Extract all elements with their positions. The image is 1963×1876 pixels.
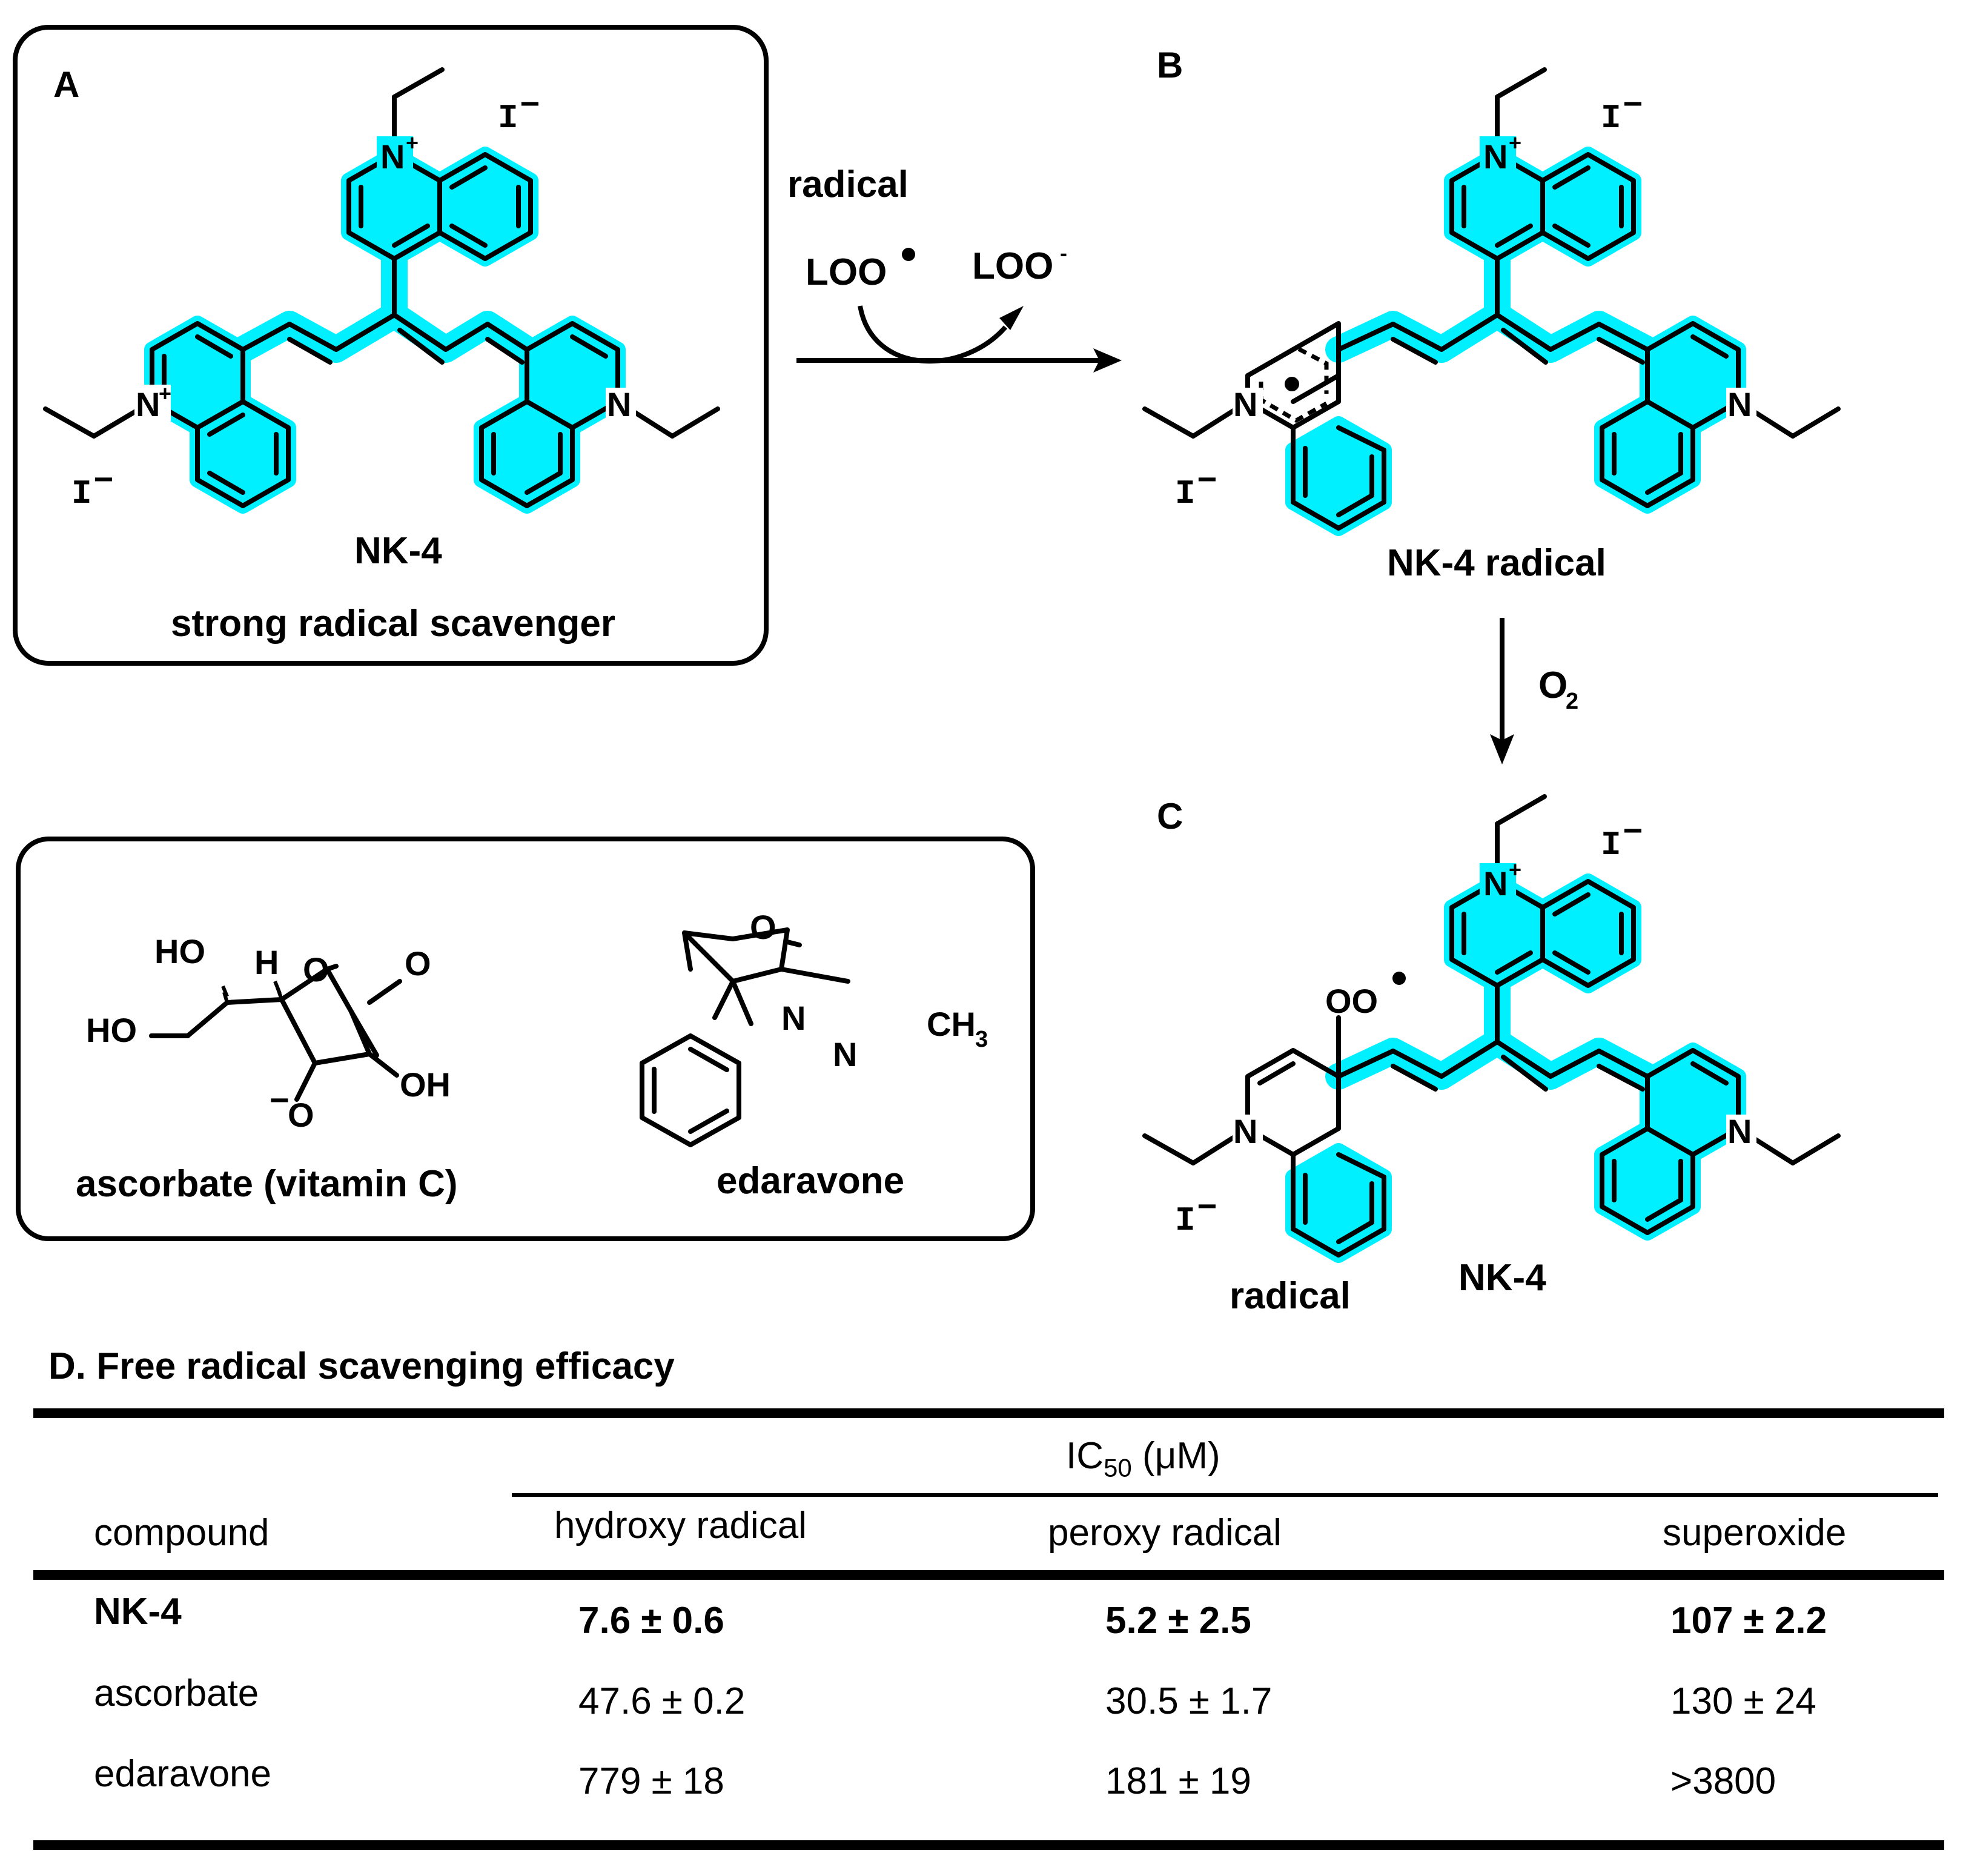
minus-sign: − bbox=[1623, 814, 1643, 852]
carbonyl-oxygen-label: O bbox=[750, 908, 776, 946]
ic50-group-header: IC50 (μM) bbox=[1066, 1435, 1220, 1482]
nitrogen-atom: N bbox=[1483, 138, 1508, 176]
iodide-label: I bbox=[498, 99, 518, 138]
nitrogen-atom: N bbox=[1233, 1112, 1257, 1150]
product-charge: - bbox=[1060, 240, 1067, 265]
peroxyl-label: OO bbox=[1325, 982, 1378, 1020]
table-title: D. Free radical scavenging efficacy bbox=[48, 1345, 675, 1387]
reaction-scheme: A bbox=[13, 25, 1841, 1317]
plus-charge: + bbox=[1509, 857, 1521, 882]
ascorbate-structure: HO HO H O O OH O − bbox=[86, 932, 451, 1134]
enolate-oxygen-label: O bbox=[288, 1096, 314, 1134]
ascorbate-name: ascorbate (vitamin C) bbox=[76, 1163, 458, 1205]
nk4-radical-molecule-b: N + N N I − I − bbox=[1142, 67, 1841, 536]
nitrogen-atom: N bbox=[833, 1035, 857, 1073]
table-top-rule bbox=[33, 1408, 1944, 1418]
table-cell-hydroxy: 47.6 ± 0.2 bbox=[578, 1680, 746, 1722]
panel-a-frame bbox=[13, 25, 769, 666]
arrow-label: radical bbox=[787, 164, 909, 205]
table-cell-compound: ascorbate bbox=[94, 1672, 259, 1714]
iodide-label: I bbox=[1601, 826, 1621, 864]
comparator-frame bbox=[16, 837, 1035, 1241]
ring-oxygen-label: O bbox=[303, 950, 329, 989]
minus-sign: − bbox=[93, 462, 114, 501]
nitrogen-atom: N bbox=[1727, 385, 1752, 423]
iodide-label: I bbox=[71, 474, 92, 513]
nk4-peroxyl-molecule-c: OO N + N N I − I − bbox=[1142, 794, 1841, 1263]
panel-c-letter: C bbox=[1157, 796, 1183, 837]
table-bottom-rule bbox=[33, 1840, 1944, 1850]
ic50-group-rule bbox=[512, 1493, 1938, 1497]
column-header-hydroxy: hydroxy radical bbox=[554, 1505, 807, 1546]
panel-b-caption: NK-4 radical bbox=[1387, 542, 1606, 584]
nitrogen-atom: N bbox=[1727, 1112, 1752, 1150]
hydrogen-label: H bbox=[254, 943, 279, 981]
iodide-label: I bbox=[1175, 1201, 1196, 1240]
minus-sign: − bbox=[520, 87, 540, 125]
table-cell-hydroxy: 7.6 ± 0.6 bbox=[578, 1600, 724, 1642]
minus-sign: − bbox=[1197, 462, 1217, 501]
methyl-label: CH bbox=[927, 1005, 976, 1043]
table-cell-superoxide: 130 ± 24 bbox=[1670, 1680, 1816, 1722]
nitrogen-atom: N bbox=[380, 138, 405, 176]
o2-label: O bbox=[1538, 665, 1567, 706]
o2-subscript: 2 bbox=[1566, 689, 1578, 714]
iodide-label: I bbox=[1175, 474, 1196, 513]
edaravone-name: edaravone bbox=[717, 1160, 904, 1202]
table-cell-peroxy: 30.5 ± 1.7 bbox=[1105, 1680, 1273, 1722]
plus-charge: + bbox=[159, 381, 171, 406]
table-header-rule bbox=[33, 1570, 1944, 1580]
hydroxyl-label: HO bbox=[86, 1011, 137, 1049]
table-cell-compound: edaravone bbox=[94, 1753, 272, 1795]
iodide-label: I bbox=[1601, 99, 1621, 138]
panel-c-caption-left: radical bbox=[1230, 1275, 1351, 1317]
nitrogen-atom: N bbox=[607, 385, 631, 423]
column-header-peroxy: peroxy radical bbox=[1048, 1512, 1282, 1554]
nk4-name-a: NK-4 bbox=[354, 530, 442, 572]
minus-sign: − bbox=[270, 1081, 290, 1119]
table-cell-superoxide: 107 ± 2.2 bbox=[1670, 1600, 1827, 1642]
nitrogen-atom: N bbox=[1483, 864, 1508, 903]
panel-b-letter: B bbox=[1157, 45, 1183, 85]
reactant-label: LOO bbox=[806, 251, 887, 293]
nitrogen-atom: N bbox=[781, 999, 806, 1037]
panel-a-caption: strong radical scavenger bbox=[171, 603, 615, 645]
nk4-molecule-a: N + N + N I − I − bbox=[43, 67, 720, 514]
plus-charge: + bbox=[406, 130, 419, 155]
methyl-subscript: 3 bbox=[975, 1027, 988, 1052]
plus-charge: + bbox=[1509, 130, 1521, 155]
product-label: LOO bbox=[972, 245, 1053, 287]
scavenging-table: D. Free radical scavenging efficacy IC50… bbox=[0, 1333, 1963, 1876]
table-cell-compound: NK-4 bbox=[94, 1591, 182, 1632]
carbonyl-oxygen-label: O bbox=[405, 944, 431, 983]
minus-sign: − bbox=[1623, 87, 1643, 125]
table-cell-peroxy: 181 ± 19 bbox=[1105, 1760, 1251, 1802]
reaction-arrow-ab: radical LOO LOO - bbox=[787, 164, 1122, 373]
hydroxyl-label: OH bbox=[400, 1066, 451, 1104]
minus-sign: − bbox=[1197, 1189, 1217, 1228]
table-cell-hydroxy: 779 ± 18 bbox=[578, 1760, 724, 1802]
column-header-compound: compound bbox=[94, 1512, 270, 1554]
hydroxyl-label: HO bbox=[154, 932, 205, 970]
nitrogen-atom: N bbox=[136, 385, 160, 423]
panel-a-letter: A bbox=[53, 64, 79, 105]
panel-c-caption-right: NK-4 bbox=[1458, 1257, 1546, 1299]
column-header-superoxide: superoxide bbox=[1663, 1512, 1847, 1554]
edaravone-structure: O N N CH 3 bbox=[640, 908, 988, 1147]
table-cell-peroxy: 5.2 ± 2.5 bbox=[1105, 1600, 1251, 1642]
reaction-arrow-bc: O 2 bbox=[1490, 618, 1578, 764]
nitrogen-atom: N bbox=[1233, 385, 1257, 423]
table-cell-superoxide: >3800 bbox=[1670, 1760, 1776, 1802]
